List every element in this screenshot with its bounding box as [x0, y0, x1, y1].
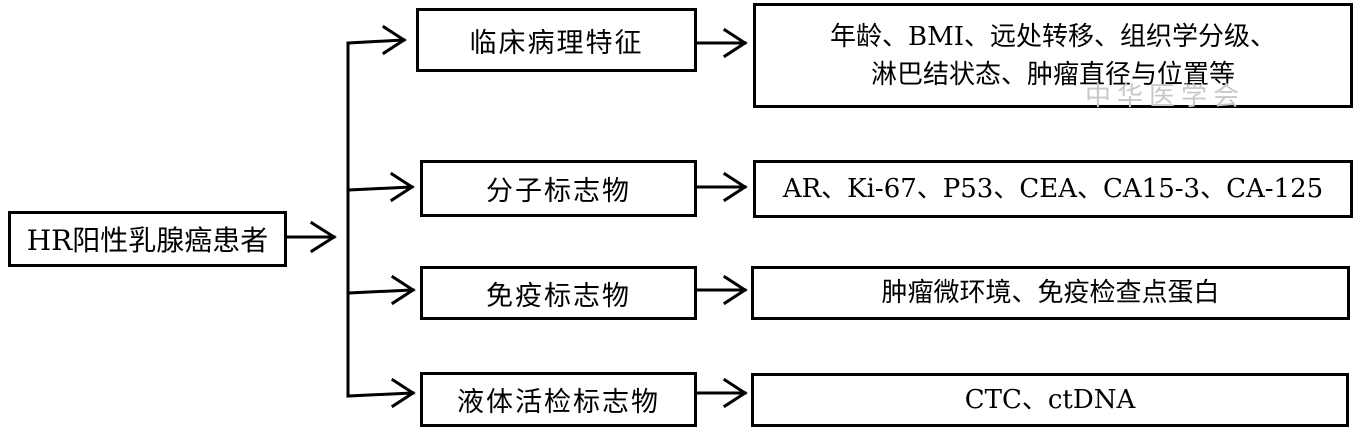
category-label: 免疫标志物 [486, 280, 631, 312]
category-label: 临床病理特征 [469, 27, 644, 59]
detail-node-liquid-biopsy: CTC、ctDNA [751, 373, 1349, 427]
category-node-liquid-biopsy: 液体活检标志物 [420, 372, 697, 427]
root-arrowhead [309, 220, 337, 254]
branch-arrow-2 [346, 185, 414, 192]
detail-line: AR、Ki-67、P53、CEA、CA15-3、CA-125 [782, 174, 1324, 204]
category-label: 液体活检标志物 [457, 387, 660, 418]
branch-arrow-1 [346, 38, 406, 45]
category-node-clinicopathological: 临床病理特征 [416, 8, 697, 72]
watermark: 中华医学会 [1085, 76, 1245, 113]
detail-node-molecular: AR、Ki-67、P53、CEA、CA15-3、CA-125 [753, 160, 1353, 218]
root-node: HR阳性乳腺癌患者 [8, 211, 287, 267]
category-node-molecular: 分子标志物 [420, 160, 697, 217]
watermark-text: 中华医学会 [1085, 82, 1246, 112]
category-label: 分子标志物 [486, 176, 631, 207]
detail-line: CTC、ctDNA [964, 385, 1136, 415]
category-node-immune: 免疫标志物 [420, 266, 697, 320]
root-label: HR阳性乳腺癌患者 [26, 224, 269, 257]
detail-line: 淋巴结状态、肿瘤直径与位置等 [870, 59, 1235, 90]
detail-node-clinicopathological: 年龄、BMI、远处转移、组织学分级、 淋巴结状态、肿瘤直径与位置等 [753, 3, 1353, 108]
branch-arrow-3 [346, 288, 415, 295]
branch-arrow-4 [346, 391, 415, 398]
detail-line: 年龄、BMI、远处转移、组织学分级、 [830, 21, 1276, 52]
detail-node-immune: 肿瘤微环境、免疫检查点蛋白 [751, 266, 1350, 320]
detail-line: 肿瘤微环境、免疫检查点蛋白 [881, 278, 1220, 308]
